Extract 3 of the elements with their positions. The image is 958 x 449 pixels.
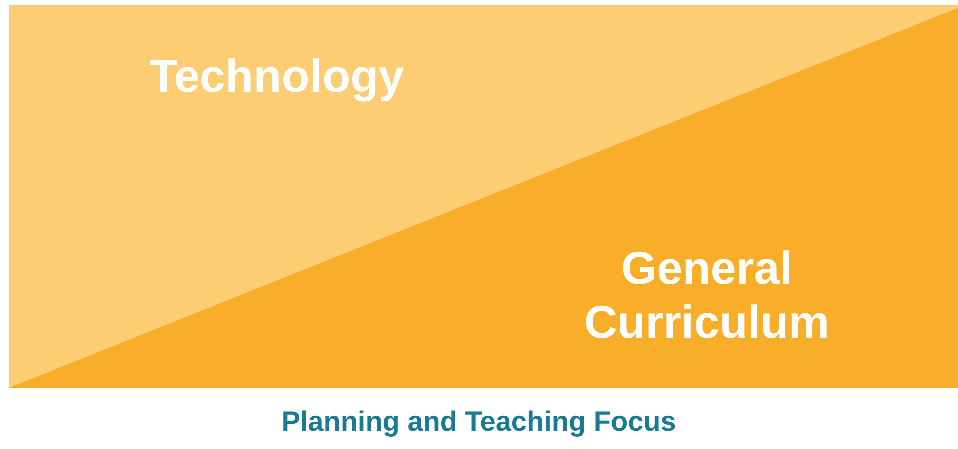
caption: Planning and Teaching Focus — [282, 406, 676, 437]
region-label: Technology — [150, 50, 404, 102]
region-label: General Curriculum — [584, 242, 830, 348]
